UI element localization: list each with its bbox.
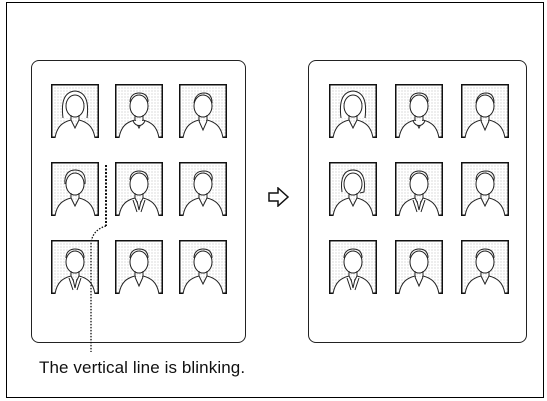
right-arrow-icon [268, 187, 290, 212]
portrait-photo-after-4[interactable] [329, 162, 377, 216]
portrait-photo-after-9[interactable] [461, 240, 509, 294]
portrait-photo-after-6[interactable] [461, 162, 509, 216]
portrait-photo-before-9[interactable] [179, 240, 227, 294]
caption: The vertical line is blinking. [39, 358, 245, 378]
portrait-photo-after-5[interactable] [395, 162, 443, 216]
portrait-photo-before-6[interactable] [179, 162, 227, 216]
portrait-photo-before-5[interactable] [115, 162, 163, 216]
portrait-photo-after-1[interactable] [329, 84, 377, 138]
portrait-photo-before-1[interactable] [51, 84, 99, 138]
portrait-photo-after-2[interactable] [395, 84, 443, 138]
portrait-photo-after-7[interactable] [329, 240, 377, 294]
portrait-photo-before-4[interactable] [51, 162, 99, 216]
portrait-photo-before-3[interactable] [179, 84, 227, 138]
portrait-photo-after-8[interactable] [395, 240, 443, 294]
portrait-photo-before-7[interactable] [51, 240, 99, 294]
portrait-photo-before-8[interactable] [115, 240, 163, 294]
portrait-photo-after-3[interactable] [461, 84, 509, 138]
portrait-photo-before-2[interactable] [115, 84, 163, 138]
